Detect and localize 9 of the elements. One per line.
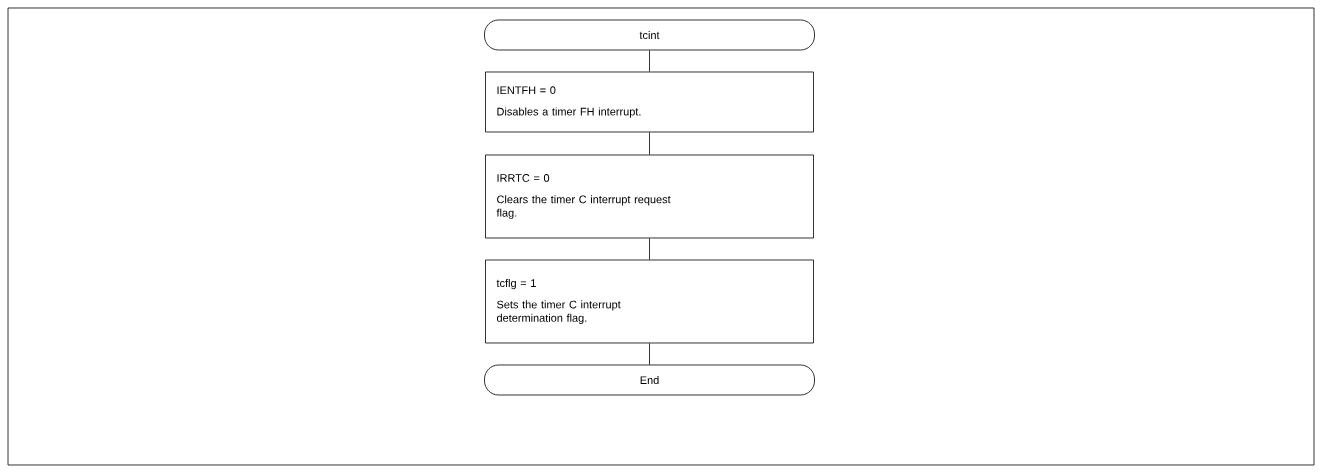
process-box: tcflg = 1 Sets the timer C interrupt determination flag. — [485, 259, 814, 344]
connector-line — [649, 238, 650, 260]
connector-line — [649, 132, 650, 155]
terminator: tcint — [484, 19, 815, 51]
connector-line — [649, 50, 650, 72]
connector-line — [649, 343, 650, 365]
terminator: End — [484, 364, 815, 396]
process-box: IENTFH = 0 Disables a timer FH interrupt. — [485, 71, 814, 133]
process-box: IRRTC = 0 Clears the timer C interrupt request flag. — [485, 154, 814, 239]
